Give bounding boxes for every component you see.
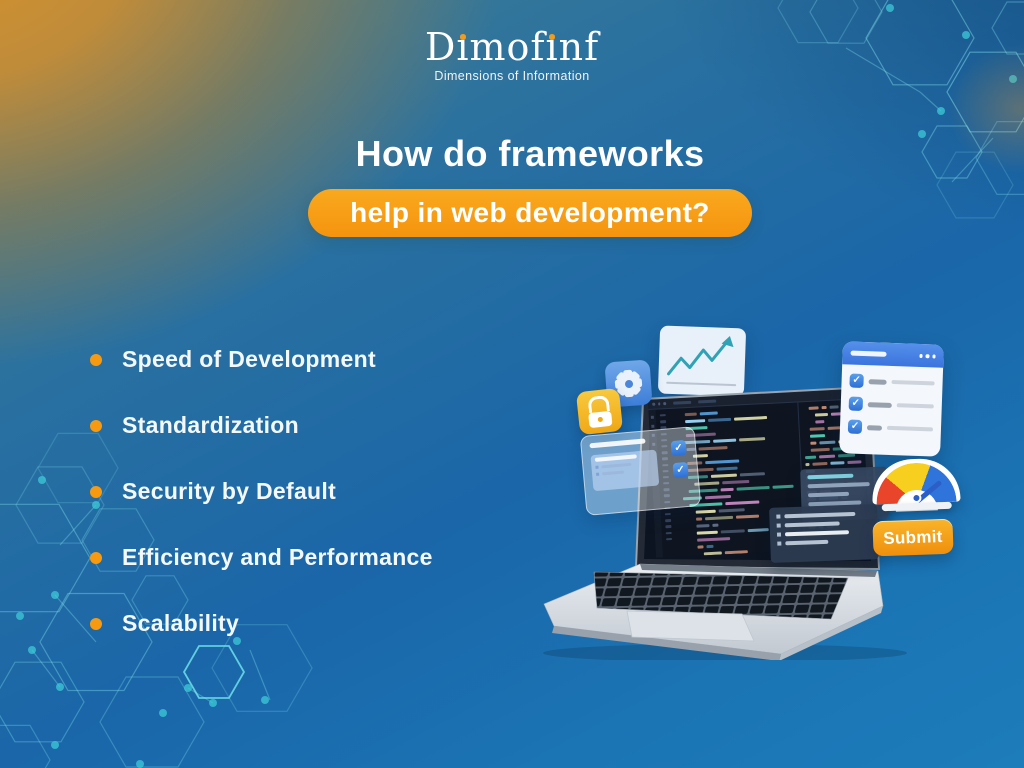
network-node-dot [38, 476, 46, 484]
network-node-dot [261, 696, 269, 704]
logo-letters: mof [469, 25, 546, 69]
network-node-dot [184, 684, 192, 692]
hexagon-outline [0, 661, 85, 743]
laptop-right-edge [779, 606, 883, 660]
hexagon-outline [39, 592, 153, 692]
benefit-label: Standardization [122, 412, 300, 438]
benefit-label: Efficiency and Performance [122, 544, 433, 570]
checkmark-icon: ✓ [847, 419, 863, 434]
hexagon-outline [946, 51, 1024, 133]
lock-icon [575, 387, 624, 436]
network-line [951, 137, 994, 183]
benefit-item: Scalability [90, 610, 433, 637]
checkmark-icon: ✓ [670, 439, 687, 457]
hexagon-outline [809, 0, 883, 44]
checkmark-icon: ✓ [672, 461, 689, 479]
network-line [54, 594, 97, 643]
network-line [919, 91, 942, 112]
network-line [187, 687, 214, 704]
logo-letter-i: ı [545, 25, 559, 69]
checkmark-icon: ✓ [849, 373, 864, 389]
network-node-dot [16, 612, 24, 620]
bullet-dot-icon [90, 419, 102, 432]
benefit-label: Security by Default [122, 478, 337, 504]
network-node-dot [136, 760, 144, 768]
hexagon-outline [921, 125, 983, 179]
benefit-item: Speed of Development [90, 346, 433, 373]
network-node-dot [92, 501, 100, 509]
brand-logo: Dımofınf [0, 28, 1024, 66]
title-block: How do frameworks help in web developmen… [0, 133, 1024, 237]
benefit-item: Security by Default [90, 478, 433, 505]
laptop-hinge [640, 564, 877, 577]
network-line [249, 649, 271, 701]
submit-button-graphic: Submit [872, 518, 954, 557]
poster-title-line1: How do frameworks [355, 133, 705, 174]
logo-letters: nf [558, 25, 600, 69]
checklist-row: ✓ [848, 396, 934, 414]
hexagon-outline [0, 724, 51, 768]
hexagon-outline [991, 1, 1024, 55]
hexagon-outline [99, 676, 205, 768]
bullet-dot-icon [90, 353, 102, 366]
network-node-dot [937, 107, 945, 115]
laptop-keyboard [593, 571, 849, 620]
benefit-item: Efficiency and Performance [90, 544, 433, 571]
network-line [59, 504, 97, 546]
network-node-dot [51, 591, 59, 599]
logo-letter: D [424, 25, 457, 69]
benefit-label: Speed of Development [122, 346, 376, 372]
network-node-dot [159, 709, 167, 717]
hexagon-outline [777, 0, 859, 44]
hexagon-outline [15, 466, 105, 544]
window-dots-icon [918, 353, 936, 359]
network-line [31, 649, 61, 688]
checklist-row: ✓ [847, 419, 934, 437]
bullet-dot-icon [90, 551, 102, 564]
growth-chart-icon [666, 335, 737, 387]
growth-chart-card [657, 325, 747, 397]
network-node-dot [56, 683, 64, 691]
hexagon-outline [81, 508, 155, 572]
speedometer-gauge-icon [871, 457, 961, 512]
logo-letter-i: ı [456, 25, 470, 69]
frosted-checklist-card: ✓ ✓ [579, 426, 702, 516]
hexagon-outline [975, 121, 1024, 195]
network-line [845, 47, 921, 93]
network-node-dot [51, 741, 59, 749]
laptop-front-edge [552, 626, 781, 660]
network-node-dot [886, 4, 894, 12]
benefit-label: Scalability [122, 610, 240, 636]
checklist-row: ✓ [849, 373, 935, 391]
hexagon-outline [182, 645, 246, 699]
poster-title-pill: help in web development? [308, 189, 752, 237]
checklist-window-header [842, 341, 944, 368]
hexagon-outline [936, 151, 1014, 219]
network-node-dot [962, 31, 970, 39]
bullet-dot-icon [90, 617, 102, 630]
bullet-dot-icon [90, 485, 102, 498]
checklist-window: ✓ ✓ ✓ [839, 341, 944, 457]
checkmark-icon: ✓ [848, 396, 864, 411]
hexagon-outline [131, 575, 189, 625]
code-list-panel [769, 504, 879, 563]
benefits-list: Speed of Development Standardization Sec… [90, 346, 433, 637]
hexagon-outline [0, 503, 91, 613]
laptop-trackpad [626, 610, 755, 642]
network-node-dot [209, 699, 217, 707]
hexagon-outline [865, 0, 975, 86]
code-line [805, 453, 861, 460]
network-node-dot [233, 637, 241, 645]
network-node-dot [1009, 75, 1017, 83]
network-node-dot [918, 130, 926, 138]
network-node-dot [28, 646, 36, 654]
benefit-item: Standardization [90, 412, 433, 439]
brand-header: Dımofınf Dimensions of Information [0, 28, 1024, 83]
code-line [805, 460, 862, 467]
hexagon-outline [211, 624, 313, 712]
brand-tagline: Dimensions of Information [434, 69, 590, 83]
